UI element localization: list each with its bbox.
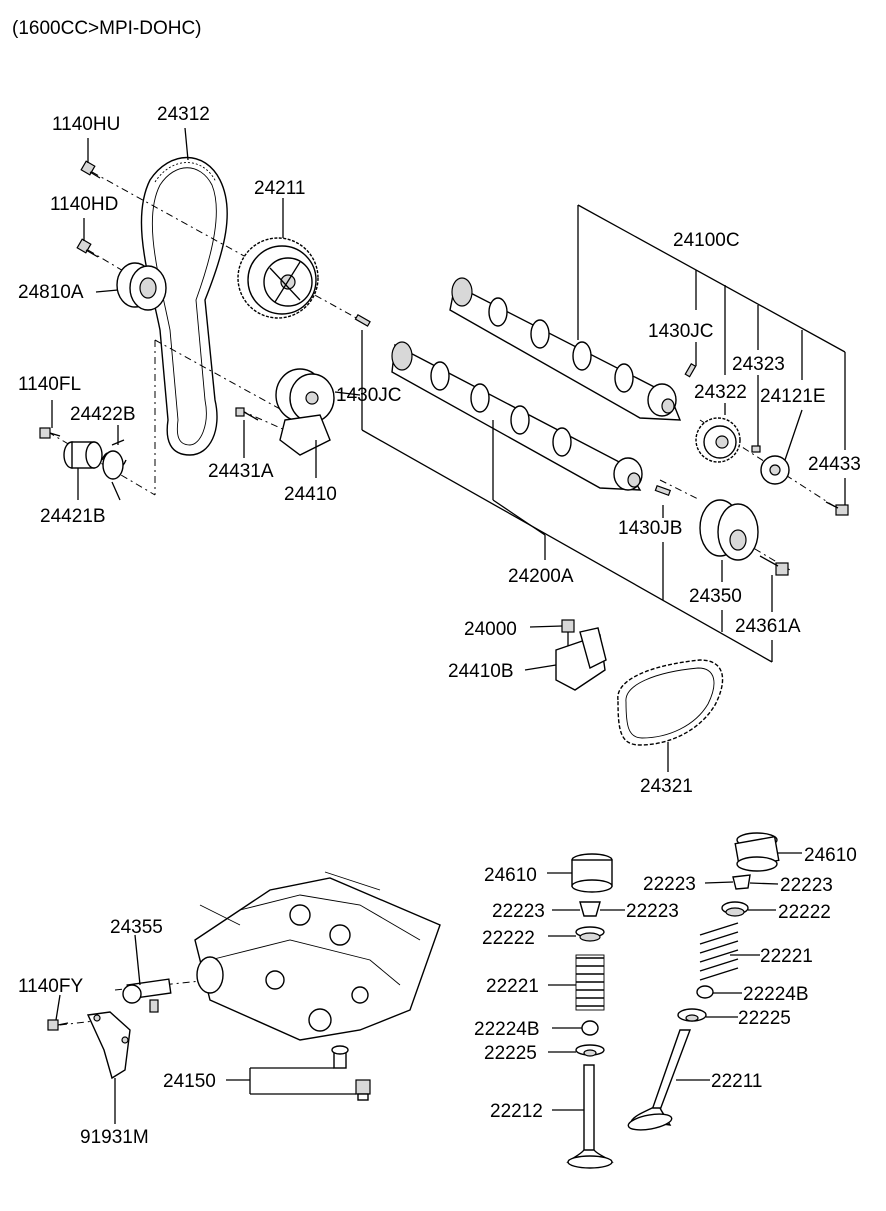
label-24200a: 24200A	[508, 566, 574, 587]
chain-sprocket[interactable]	[695, 417, 741, 463]
retainer-right[interactable]	[721, 901, 749, 917]
bolt-24431a[interactable]	[235, 407, 259, 421]
label-22221-left: 22221	[486, 976, 539, 997]
bolt-24361a[interactable]	[759, 555, 789, 576]
spring-right[interactable]	[699, 922, 739, 981]
pin-1430jb[interactable]	[654, 484, 672, 496]
cvvt-unit[interactable]	[699, 499, 759, 561]
collet-left[interactable]	[579, 901, 601, 917]
tensioner[interactable]	[275, 368, 335, 456]
label-24211: 24211	[254, 178, 305, 199]
label-24433: 24433	[808, 454, 861, 475]
axis-line	[91, 171, 361, 321]
label-24610-right: 24610	[804, 845, 857, 866]
label-24321: 24321	[640, 776, 693, 797]
pin-1430jc-lower[interactable]	[684, 362, 697, 378]
label-1140fl: 1140FL	[18, 374, 81, 395]
exhaust-camshaft[interactable]	[391, 341, 643, 491]
label-24610-left: 24610	[484, 865, 537, 886]
label-22225-left: 22225	[484, 1043, 537, 1064]
label-91931m: 91931M	[80, 1127, 149, 1148]
bracket-91931m[interactable]	[86, 1011, 131, 1080]
collet-right[interactable]	[732, 874, 751, 890]
exhaust-valve[interactable]	[566, 1064, 614, 1169]
label-24323: 24323	[732, 354, 785, 375]
label-24810a: 24810A	[18, 282, 84, 303]
axis-line	[154, 339, 301, 421]
sleeve-24421b[interactable]	[63, 441, 103, 469]
label-24100c: 24100C	[673, 230, 740, 251]
stem-seal-left[interactable]	[581, 1020, 599, 1036]
label-24410: 24410	[284, 484, 337, 505]
axis-line	[47, 431, 156, 496]
spring-seat-right[interactable]	[677, 1008, 707, 1022]
bolt-1140hd[interactable]	[76, 238, 99, 258]
label-22224b-left: 22224B	[474, 1019, 540, 1040]
leader-lines	[51, 127, 846, 1124]
axis-line	[739, 539, 791, 571]
label-24121e: 24121E	[760, 386, 826, 407]
spring-left[interactable]	[575, 954, 605, 1011]
label-22221-right: 22221	[760, 946, 813, 967]
label-22223-right-b: 22223	[780, 875, 833, 896]
spring-24422b[interactable]	[101, 439, 127, 501]
label-24361a: 24361A	[735, 616, 801, 637]
label-24410b: 24410B	[448, 661, 514, 682]
cam-sprocket[interactable]	[237, 237, 319, 319]
pin-24323[interactable]	[751, 445, 761, 453]
label-24355: 24355	[110, 917, 163, 938]
plug-24150-lower[interactable]	[355, 1079, 371, 1101]
chain-tensioner[interactable]	[555, 627, 607, 691]
bolt-1140fl[interactable]	[39, 427, 61, 439]
label-22211: 22211	[711, 1071, 762, 1092]
label-1140hu: 1140HU	[52, 114, 120, 135]
label-1430jb: 1430JB	[618, 518, 682, 539]
tappet-right[interactable]	[734, 832, 780, 872]
label-22222-left: 22222	[482, 928, 535, 949]
oil-control-valve[interactable]	[122, 978, 172, 1013]
cylinder-head[interactable]	[194, 871, 441, 1041]
label-22223-left-b: 22223	[626, 901, 679, 922]
retainer-left[interactable]	[575, 926, 605, 942]
axis-line	[659, 479, 701, 501]
label-1430jc-upper: 1430JC	[648, 321, 714, 342]
axis-line	[699, 419, 841, 511]
tappet-left[interactable]	[571, 853, 613, 893]
stem-seal-right[interactable]	[696, 985, 714, 999]
label-24422b: 24422B	[70, 404, 136, 425]
spring-seat-left[interactable]	[575, 1044, 605, 1057]
bolt-1140fy[interactable]	[47, 1019, 69, 1031]
label-24421b: 24421B	[40, 506, 106, 527]
label-1140hd: 1140HD	[50, 194, 118, 215]
label-22223-left-a: 22223	[492, 901, 545, 922]
label-22223-right-a: 22223	[643, 874, 696, 895]
sensor-wheel[interactable]	[760, 455, 790, 485]
pin-1430jc-upper[interactable]	[354, 313, 371, 327]
label-1430jc-lower: 1430JC	[336, 385, 402, 406]
bolt-24000[interactable]	[561, 619, 575, 646]
label-24431a: 24431A	[208, 461, 274, 482]
label-1140fy: 1140FY	[18, 976, 83, 997]
bolt-1140hu[interactable]	[80, 160, 101, 179]
label-22225-right: 22225	[738, 1008, 791, 1029]
label-24350: 24350	[689, 586, 742, 607]
label-22224b-right: 22224B	[743, 984, 809, 1005]
label-24312: 24312	[157, 104, 210, 125]
bolt-24433[interactable]	[825, 501, 849, 516]
plug-24150-upper[interactable]	[331, 1045, 349, 1069]
label-24150: 24150	[163, 1071, 216, 1092]
idler-pulley[interactable]	[116, 262, 167, 311]
diagram-title: (1600CC>MPI-DOHC)	[12, 18, 202, 39]
label-22212: 22212	[490, 1101, 543, 1122]
intake-camshaft[interactable]	[449, 277, 682, 421]
timing-chain[interactable]	[617, 659, 724, 746]
label-24000: 24000	[464, 619, 517, 640]
intake-valve[interactable]	[627, 1029, 692, 1133]
label-22222-right: 22222	[778, 902, 831, 923]
label-24322: 24322	[694, 382, 747, 403]
